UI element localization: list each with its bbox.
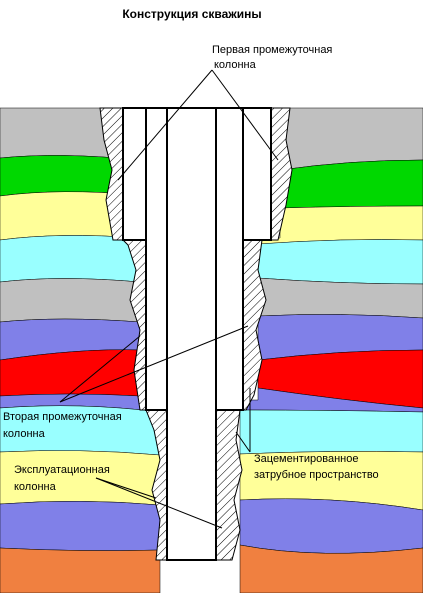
label-second-intermediate-2: колонна — [3, 428, 46, 440]
label-first-intermediate-1: Первая промежуточная — [212, 44, 332, 56]
production-casing — [166, 107, 217, 561]
cement-right-middle — [242, 239, 267, 411]
label-cemented-annulus-1: Зацементированное — [254, 453, 358, 465]
stratum-blue-3 — [0, 500, 161, 551]
cement-right-upper — [270, 107, 293, 241]
stratum-yellow-2 — [0, 450, 161, 506]
stratum-orange — [0, 547, 161, 593]
label-production-2: колонна — [14, 481, 57, 493]
stratum-cyan-1 — [0, 235, 141, 283]
leader-production-right — [95, 477, 223, 529]
leader-production-left — [95, 477, 157, 499]
leader-first-right — [211, 69, 279, 161]
leader-lines — [59, 69, 279, 529]
label-second-intermediate-1: Вторая промежуточная — [3, 411, 122, 423]
strata-left — [0, 107, 161, 593]
stratum-blue-3-r — [239, 498, 423, 554]
leader-second-left — [59, 335, 141, 403]
leader-cement-left — [235, 431, 251, 453]
leader-first-left — [117, 69, 213, 181]
stratum-green-r — [279, 159, 423, 209]
stratum-gray-mid-r — [257, 277, 423, 319]
label-first-intermediate-2: колонна — [214, 59, 257, 71]
cement-right-lower — [215, 409, 243, 561]
stratum-gray-mid — [0, 278, 141, 323]
diagram-title: Конструкция скважины — [122, 7, 261, 21]
label-production-1: Эксплуатационная — [14, 464, 110, 476]
stratum-cyan-1-r — [257, 239, 423, 285]
strata-right — [239, 107, 423, 593]
label-cemented-annulus-2: затрубное пространство — [254, 469, 379, 481]
leader-second-right — [59, 325, 249, 403]
stratum-cyan-2-r — [239, 409, 423, 455]
